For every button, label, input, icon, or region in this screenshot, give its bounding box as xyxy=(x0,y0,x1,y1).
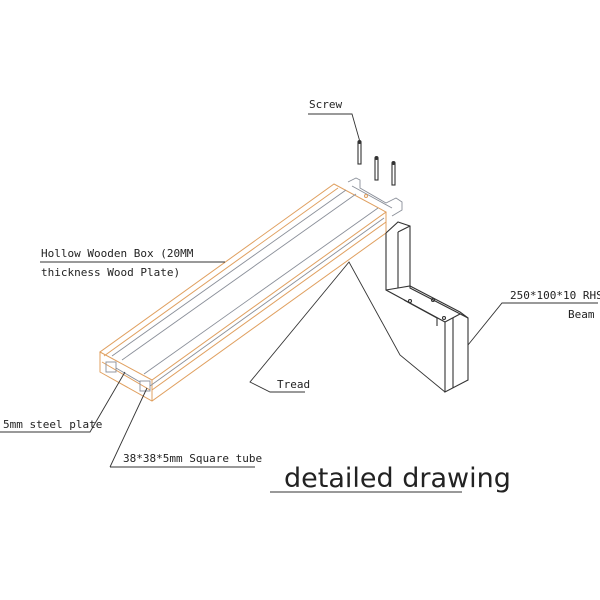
label-tread: Tread xyxy=(277,378,310,391)
support-frame xyxy=(347,177,403,217)
screw-3 xyxy=(391,161,396,186)
rhs-beam xyxy=(385,221,469,393)
screw-2 xyxy=(374,156,379,181)
label-screw: Screw xyxy=(309,98,342,111)
label-steel-plate: 5mm steel plate xyxy=(3,418,102,431)
label-rhs: 250*100*10 RHS xyxy=(510,289,600,302)
label-wooden-box-2: thickness Wood Plate) xyxy=(41,266,180,279)
leader-lines xyxy=(0,113,598,468)
screw-1 xyxy=(357,140,362,165)
square-tube xyxy=(105,361,151,392)
label-square-tube: 38*38*5mm Square tube xyxy=(123,452,262,465)
screws xyxy=(357,140,396,186)
hollow-wooden-box xyxy=(99,183,387,402)
label-beam: Beam xyxy=(568,308,595,321)
label-wooden-box-1: Hollow Wooden Box (20MM xyxy=(41,247,194,260)
drawing-title: detailed drawing xyxy=(284,463,511,494)
